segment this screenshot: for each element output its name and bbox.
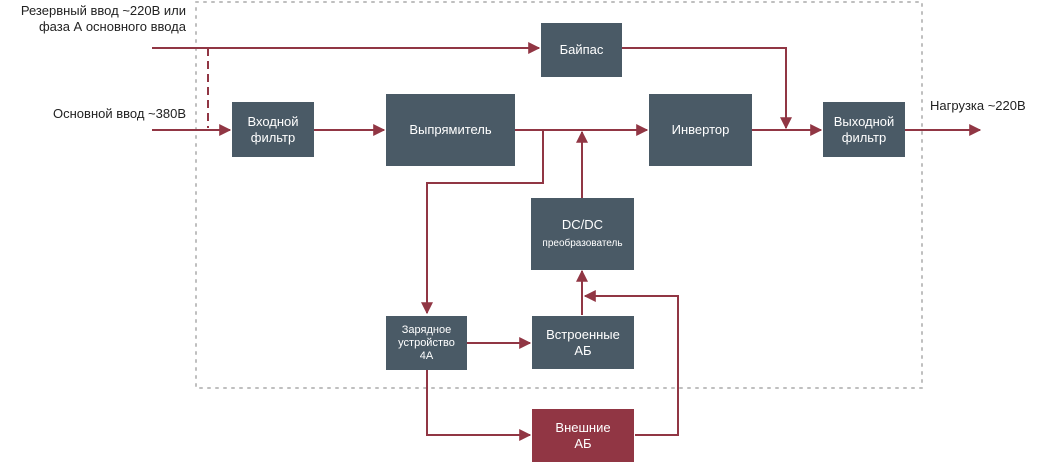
external-batteries-block: Внешние АБ	[532, 409, 634, 462]
input-filter-block: Входной фильтр	[232, 102, 314, 157]
input-filter-label-line2: фильтр	[250, 129, 296, 145]
charger-to-external-batt-line	[426, 370, 532, 441]
bypass-label: Байпас	[559, 42, 604, 57]
dcdc-converter-block: DC/DC преобразователь	[531, 198, 634, 270]
inverter-label: Инвертор	[671, 122, 730, 137]
load-output-label: Нагрузка ~220В	[930, 98, 1026, 113]
main-input-label: Основной ввод ~380В	[53, 106, 186, 121]
internal-batteries-label-line2: АБ	[574, 342, 592, 358]
input-filter-label-line1: Входной	[247, 113, 299, 129]
ups-enclosure-boundary	[195, 1, 923, 389]
bypass-to-output-line	[622, 47, 792, 130]
dcdc-label-line1: DC/DC	[561, 217, 604, 232]
reserve-input-label: Резервный ввод ~220В или фаза А основног…	[0, 3, 186, 35]
internal-batteries-block: Встроенные АБ	[532, 316, 634, 369]
external-batteries-label-line1: Внешние	[555, 419, 611, 435]
bypass-block: Байпас	[541, 23, 622, 77]
output-filter-label-line1: Выходной	[833, 113, 895, 129]
external-batt-to-dcdc-line	[583, 290, 679, 436]
rectifier-label: Выпрямитель	[409, 122, 492, 137]
charger-label-line3: 4А	[419, 349, 434, 362]
external-batteries-label-line2: АБ	[574, 435, 592, 451]
charger-block: Зарядное устройство 4А	[386, 316, 467, 370]
internal-batteries-label-line1: Встроенные	[546, 326, 620, 342]
charger-label-line1: Зарядное	[401, 323, 452, 336]
rectifier-block: Выпрямитель	[386, 94, 515, 166]
dcdc-label-line2: преобразователь	[542, 238, 623, 249]
reserve-input-label-line1: Резервный ввод ~220В или	[20, 3, 186, 18]
reserve-input-label-line2: фаза А основного ввода	[38, 19, 186, 34]
dc-bus-to-charger-line	[421, 130, 544, 315]
output-filter-label-line2: фильтр	[841, 129, 887, 145]
charger-label-line2: устройство	[398, 336, 455, 349]
inverter-block: Инвертор	[649, 94, 752, 166]
output-filter-block: Выходной фильтр	[823, 102, 905, 157]
